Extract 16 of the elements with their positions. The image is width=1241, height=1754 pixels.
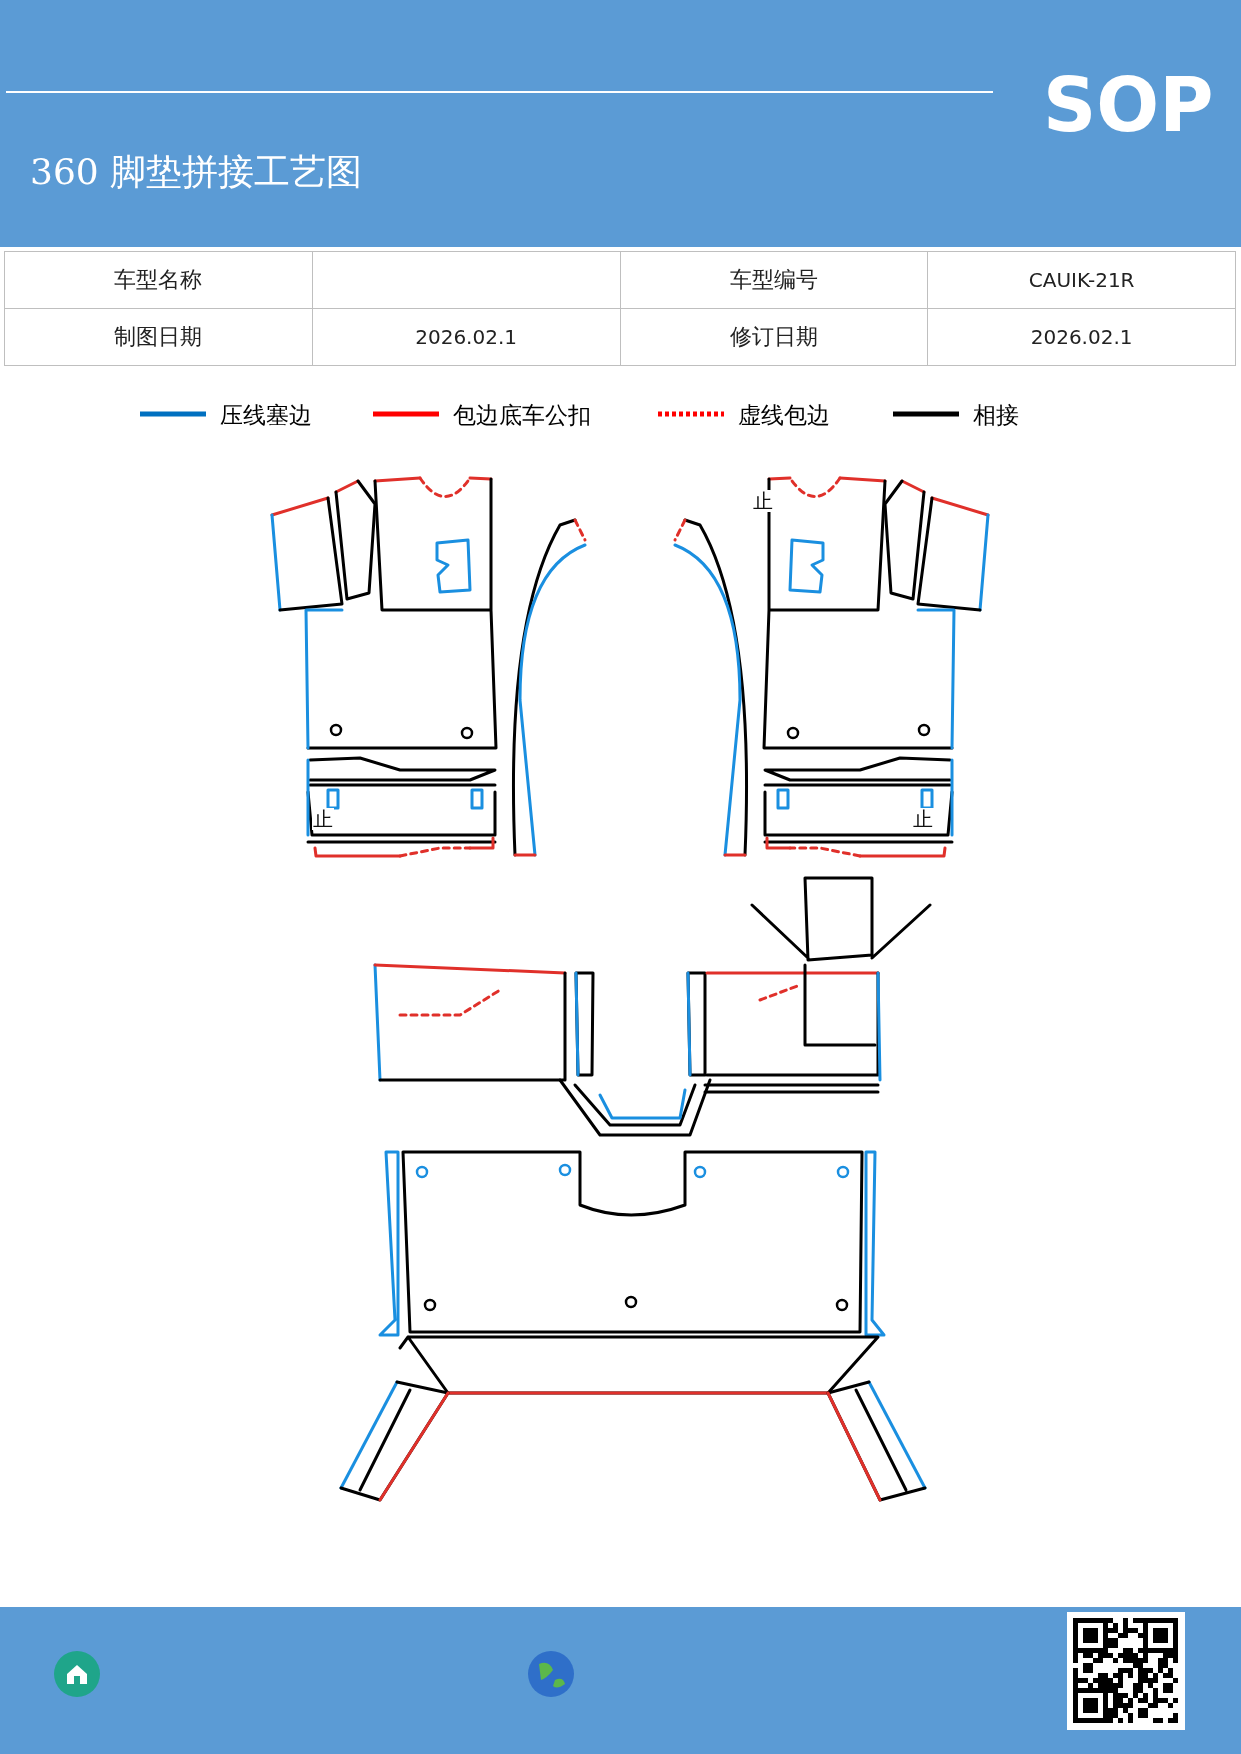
table-cell: 制图日期 <box>4 308 313 366</box>
legend-label: 相接 <box>973 404 1019 427</box>
table-cell: CAUIK-21R <box>927 251 1236 309</box>
table-cell: 车型名称 <box>4 251 313 309</box>
table-cell: 2026.02.1 <box>312 308 620 366</box>
stop-mark: 止 <box>312 808 334 830</box>
legend-label: 虚线包边 <box>738 404 830 427</box>
stop-mark: 止 <box>752 490 774 512</box>
legend-label: 包边底车公扣 <box>453 404 591 427</box>
table-cell: 2026.02.1 <box>927 308 1236 366</box>
table-cell: 车型编号 <box>620 251 928 309</box>
table-cell: 修订日期 <box>620 308 928 366</box>
sop-heading: SOP <box>1043 68 1214 142</box>
page-title: 360 脚垫拼接工艺图 <box>30 150 363 194</box>
stop-mark: 止 <box>912 808 934 830</box>
legend-label: 压线塞边 <box>220 404 312 427</box>
